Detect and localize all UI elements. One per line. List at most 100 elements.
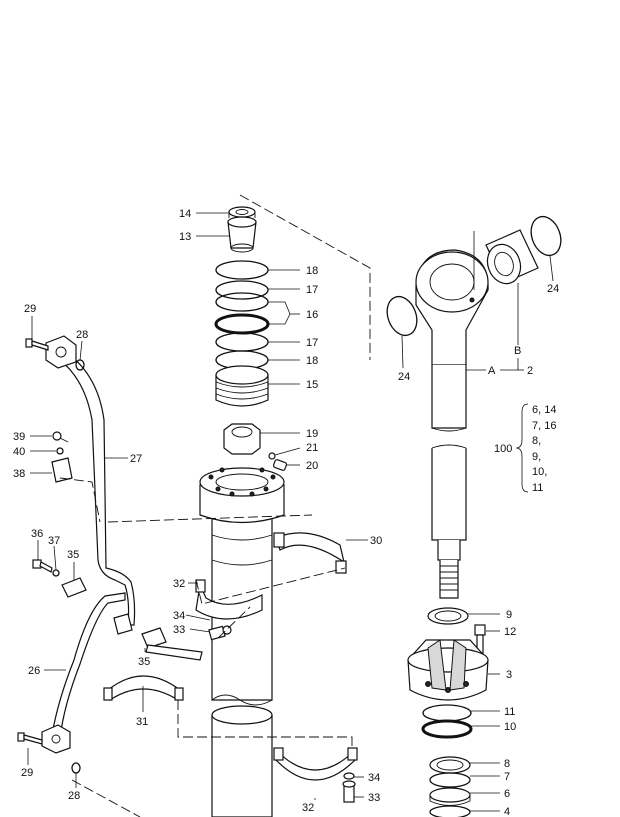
seal-24-left	[386, 295, 418, 337]
pipe-26	[51, 592, 126, 739]
callout-13: 13	[179, 231, 191, 243]
callout-35-lower: 35	[138, 656, 150, 668]
callout-37: 37	[48, 535, 60, 547]
callout-17-upper: 17	[306, 284, 318, 296]
nut-19	[223, 423, 261, 455]
callout-31: 31	[136, 716, 148, 728]
callout-34-upper: 34	[173, 610, 185, 622]
screw-20	[272, 459, 288, 471]
kit-number: 100	[494, 443, 512, 455]
kit-line-1: 6, 14	[532, 404, 556, 416]
ring-6	[429, 787, 471, 806]
clamp-32-upper	[195, 579, 263, 620]
clamp-30	[273, 532, 347, 574]
lower-tube	[211, 705, 273, 817]
callout-B: B	[514, 345, 521, 357]
callout-16: 16	[306, 309, 318, 321]
callout-2: 2	[527, 365, 533, 377]
callout-11: 11	[504, 706, 515, 718]
piston-rod	[431, 365, 467, 599]
callout-27: 27	[130, 453, 142, 465]
leader-lines	[27, 212, 554, 812]
pipe-27	[59, 351, 136, 626]
callout-18-lower: 18	[306, 355, 318, 367]
piston-3	[407, 639, 489, 701]
kit-list: 100 6, 14 7, 16 8, 9, 10, 11	[494, 404, 556, 494]
ref-line-left	[71, 779, 141, 817]
callout-20: 20	[306, 460, 318, 472]
callout-6: 6	[504, 788, 510, 800]
rod-cover-13	[227, 216, 257, 253]
ring-4	[429, 805, 471, 817]
callout-24-right: 24	[547, 283, 559, 295]
kit-line-3: 8,	[532, 435, 541, 447]
kit-brace	[515, 403, 529, 493]
washer-37	[52, 569, 60, 577]
kit-line-5: 10,	[532, 466, 547, 478]
callout-32-lower: 32	[302, 802, 314, 814]
pipe-fitting	[113, 613, 133, 635]
callout-33-upper: 33	[173, 624, 185, 636]
gland-15	[215, 365, 269, 407]
callout-17-lower: 17	[306, 337, 318, 349]
callout-7: 7	[504, 771, 510, 783]
clamp-32-lower	[273, 747, 358, 781]
ref-line-32	[195, 567, 346, 605]
callout-29-upper: 29	[24, 303, 36, 315]
callout-15: 15	[306, 379, 318, 391]
bolt-33-lower	[342, 772, 356, 803]
cylinder-tube	[199, 467, 285, 706]
ball-21	[268, 452, 276, 460]
oring-28-bottom	[71, 762, 81, 774]
seal-stack-rings	[214, 260, 270, 370]
callout-14: 14	[179, 208, 191, 220]
bushing-14	[228, 206, 256, 218]
callout-36: 36	[31, 528, 43, 540]
ref-line-34	[217, 606, 251, 639]
washer-40	[56, 447, 64, 455]
callout-18-upper: 18	[306, 265, 318, 277]
oring-10	[421, 719, 473, 739]
callout-28-lower: 28	[68, 790, 80, 802]
callout-9: 9	[506, 609, 512, 621]
callout-40: 40	[13, 446, 25, 458]
callout-8: 8	[504, 758, 510, 770]
callout-4: 4	[504, 806, 510, 817]
callout-24-left: 24	[398, 371, 410, 383]
rod-eye	[415, 249, 489, 366]
callout-A: A	[488, 365, 496, 377]
ring-8	[429, 756, 471, 774]
bolt-36	[32, 559, 53, 573]
flange-block-top	[45, 335, 77, 369]
callout-26: 26	[28, 665, 40, 677]
ref-line-top	[239, 194, 371, 360]
callout-3: 3	[506, 669, 512, 681]
bushing-rod-eye	[485, 229, 539, 285]
ring-11	[422, 704, 472, 722]
clamp-31	[103, 675, 184, 701]
callout-34-lower: 34	[368, 772, 380, 784]
ring-9	[427, 607, 469, 625]
ring-7	[429, 772, 471, 788]
kit-line-6: 11	[532, 482, 543, 494]
seal-24-right	[530, 215, 562, 257]
callout-39: 39	[13, 431, 25, 443]
callout-21: 21	[306, 442, 318, 454]
ref-line-31	[177, 700, 353, 750]
callout-12: 12	[504, 626, 516, 638]
callout-32-upper: 32	[173, 578, 185, 590]
bracket-35-upper	[61, 577, 87, 598]
bolt-29-top	[25, 338, 49, 351]
ref-line-mid	[107, 514, 313, 523]
callout-35-upper: 35	[67, 549, 79, 561]
callout-38: 38	[13, 468, 25, 480]
callout-30: 30	[370, 535, 382, 547]
callout-10: 10	[504, 721, 516, 733]
bolt-29-bottom	[17, 732, 43, 745]
kit-line-4: 9,	[532, 451, 541, 463]
callout-28-upper: 28	[76, 329, 88, 341]
callout-19: 19	[306, 428, 318, 440]
callout-33-lower: 33	[368, 792, 380, 804]
bolt-39	[52, 431, 69, 443]
